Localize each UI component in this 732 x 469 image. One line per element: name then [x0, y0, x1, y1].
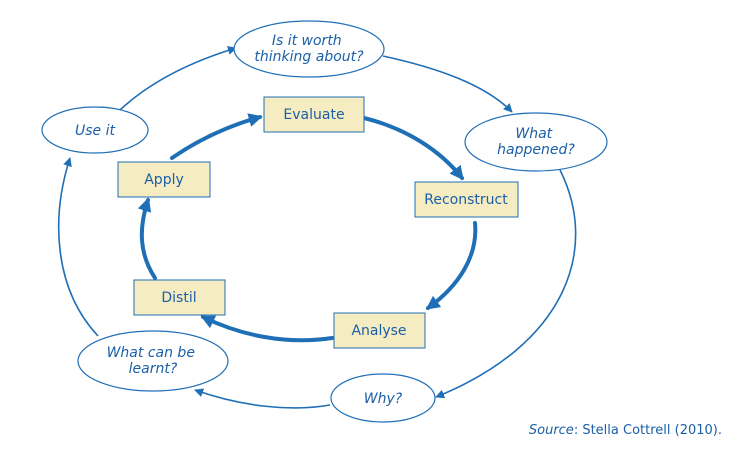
source-citation: Source: Stella Cottrell (2010).: [512, 423, 722, 438]
oval-use-it: [41, 106, 149, 154]
box-analyse: [333, 312, 426, 349]
connector-worth-to-what-happened: [382, 55, 513, 113]
oval-why: [330, 373, 436, 423]
box-evaluate: [263, 96, 365, 133]
connector-learnt-to-use-it: [58, 157, 99, 337]
box-evaluate-label: Evaluate: [283, 107, 344, 123]
oval-worth: [233, 20, 385, 78]
connector-distil-to-apply: [137, 197, 157, 280]
box-reconstruct-label: Reconstruct: [424, 192, 508, 208]
oval-worth-label: Is it worth thinking about?: [254, 33, 364, 65]
box-reconstruct: [414, 181, 519, 218]
oval-learnt: [77, 330, 229, 392]
connector-apply-to-evaluate: [170, 113, 263, 160]
connector-analyse-to-distil: [200, 315, 334, 343]
connector-what-happened-to-why: [435, 169, 577, 399]
source-text: : Stella Cottrell (2010).: [573, 423, 722, 438]
box-distil: [133, 279, 226, 316]
connector-reconstruct-to-analyse: [425, 221, 478, 310]
connector-why-to-learnt: [194, 388, 331, 409]
box-distil-label: Distil: [161, 290, 196, 306]
connector-evaluate-to-reconstruct: [362, 116, 464, 181]
box-apply-label: Apply: [144, 172, 184, 188]
box-analyse-label: Analyse: [351, 323, 406, 339]
source-label: Source: [528, 423, 574, 438]
oval-what-happened-label: What happened?: [497, 126, 575, 158]
oval-use-it-label: Use it: [75, 123, 115, 139]
oval-what-happened: [464, 112, 608, 172]
connector-use-it-to-worth: [119, 46, 237, 111]
oval-learnt-label: What can be learnt?: [107, 345, 200, 377]
box-apply: [117, 161, 211, 198]
oval-why-label: Why?: [364, 391, 403, 407]
